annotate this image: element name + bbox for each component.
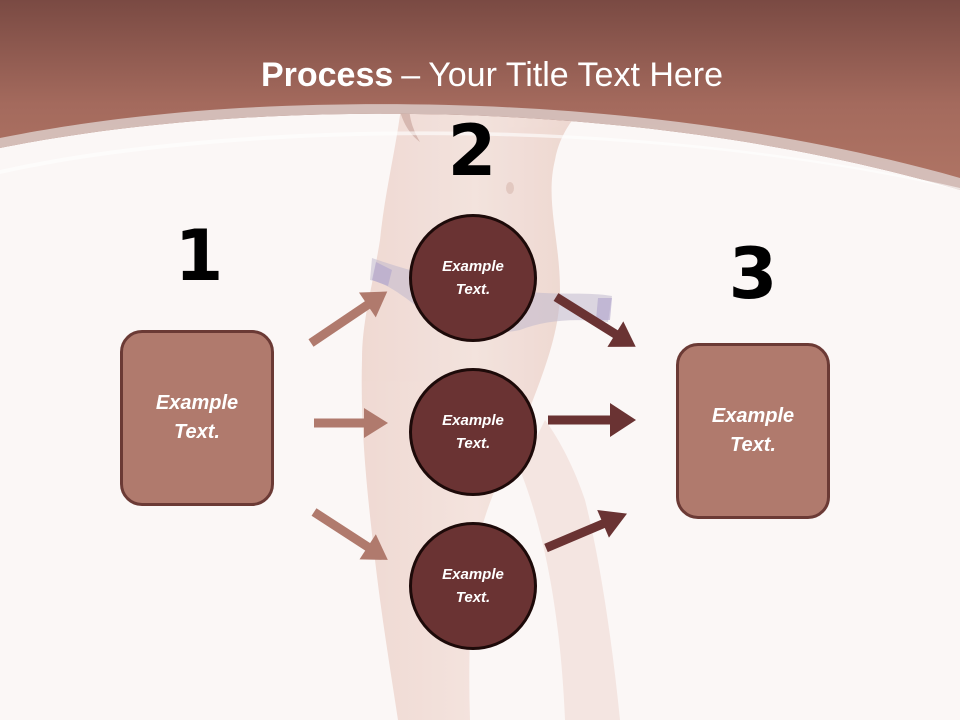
- step-3-box-text: Example Text.: [711, 405, 795, 456]
- arrows-to-right-box: [544, 293, 636, 553]
- step-1-box: Example Text.: [120, 330, 274, 506]
- arrows-to-circles: [308, 291, 388, 560]
- step-2-circle-bottom: Example Text.: [409, 522, 537, 650]
- arrow-up-right-left: [308, 291, 388, 347]
- step-number-3: 3: [728, 233, 778, 315]
- arrow-right-left: [314, 408, 388, 438]
- step-number-2: 2: [447, 110, 497, 192]
- arrow-down-right-left: [311, 508, 388, 560]
- circle-top-text: Example Text.: [442, 258, 504, 298]
- arrow-down-right-right: [553, 293, 636, 347]
- arrow-right-right: [548, 403, 636, 437]
- step-3-box: Example Text.: [676, 343, 830, 519]
- arrow-up-right-right: [544, 509, 628, 553]
- slide-title: Process–Your Title Text Here: [0, 52, 960, 98]
- step-1-box-text: Example Text.: [155, 392, 239, 443]
- title-bold: Process: [260, 56, 394, 94]
- header-band: [0, 0, 960, 190]
- circle-bottom-text: Example Text.: [442, 566, 504, 606]
- step-2-circle-middle: Example Text.: [409, 368, 537, 496]
- title-rest: Your Title Text Here: [428, 56, 724, 94]
- title-separator: –: [401, 56, 421, 94]
- step-2-circle-top: Example Text.: [409, 214, 537, 342]
- step-number-1: 1: [174, 215, 224, 297]
- circle-middle-text: Example Text.: [442, 412, 504, 452]
